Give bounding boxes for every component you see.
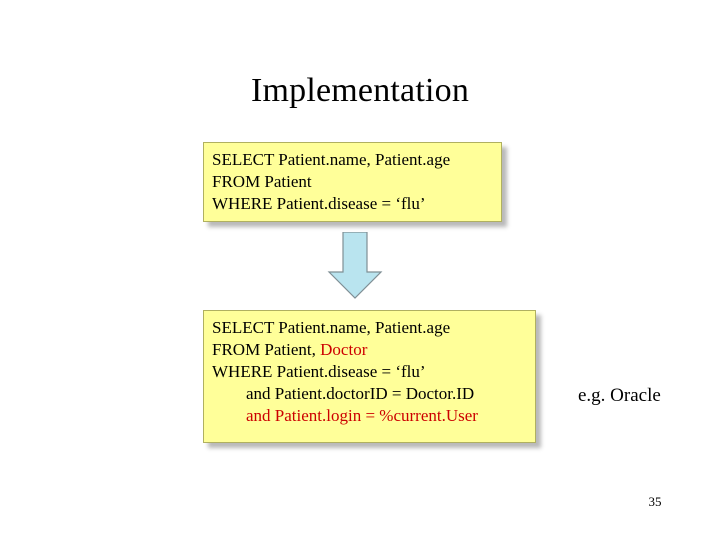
sql-added-table: Doctor	[320, 340, 368, 359]
sql-line-with-join: FROM Patient, Doctor	[212, 339, 527, 361]
sql-query-after-box: SELECT Patient.name, Patient.age FROM Pa…	[203, 310, 536, 443]
sql-line: WHERE Patient.disease = ‘flu’	[212, 194, 426, 213]
sql-query-before-box: SELECT Patient.name, Patient.age FROM Pa…	[203, 142, 502, 222]
sql-line: WHERE Patient.disease = ‘flu’	[212, 362, 426, 381]
sql-line: SELECT Patient.name, Patient.age	[212, 150, 451, 169]
sql-line: SELECT Patient.name, Patient.age	[212, 318, 451, 337]
sql-line: FROM Patient	[212, 172, 312, 191]
sql-line-indented: and Patient.doctorID = Doctor.ID	[246, 384, 475, 403]
example-note: e.g. Oracle	[578, 385, 661, 406]
page-title: Implementation	[250, 72, 470, 109]
sql-line-text: FROM Patient,	[212, 340, 321, 359]
page-number: 35	[648, 494, 662, 509]
down-arrow-icon	[327, 231, 383, 300]
sql-line-indented-highlight: and Patient.login = %current.User	[246, 406, 478, 425]
